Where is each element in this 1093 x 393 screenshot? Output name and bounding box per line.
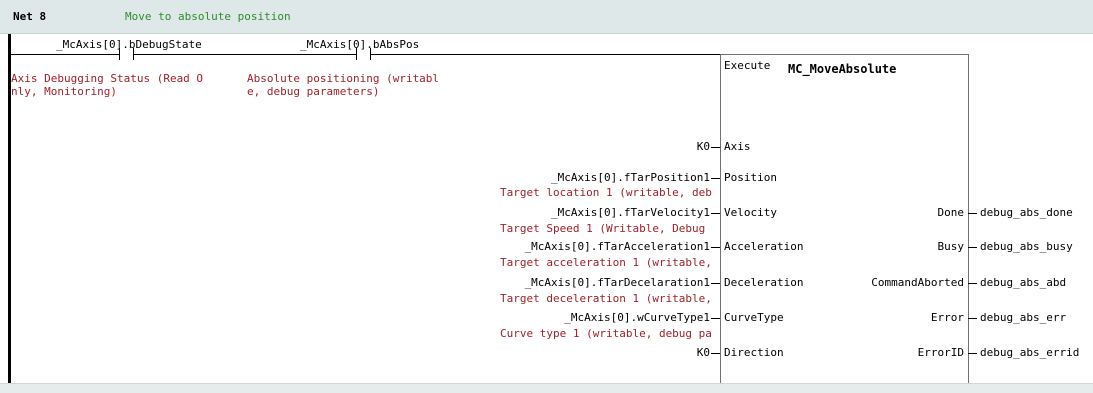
function-block-title[interactable]: MC_MoveAbsolute — [788, 62, 897, 76]
input-comment: Curve type 1 (writable, debug pa — [500, 327, 712, 340]
input-wire — [711, 283, 720, 284]
left-power-rail — [8, 34, 11, 383]
contact-left-bar — [356, 48, 357, 60]
input-wire — [711, 353, 720, 354]
input-wire — [711, 147, 720, 148]
input-variable[interactable]: _McAxis[0].fTarAcceleration1 — [524, 240, 710, 253]
output-pin-label: Error — [930, 311, 964, 324]
input-variable[interactable]: _McAxis[0].fTarVelocity1 — [551, 206, 710, 219]
output-wire — [968, 283, 977, 284]
output-variable[interactable]: debug_abs_done — [980, 206, 1073, 219]
rung-wire-3 — [371, 54, 720, 55]
output-wire — [968, 213, 977, 214]
input-wire — [711, 213, 720, 214]
output-wire — [968, 247, 977, 248]
output-variable[interactable]: debug_abs_busy — [980, 240, 1073, 253]
input-pin-label: Deceleration — [724, 276, 804, 289]
input-variable[interactable]: K0 — [696, 140, 710, 153]
contact-right-bar — [133, 48, 134, 60]
input-comment: Target acceleration 1 (writable, — [500, 256, 712, 269]
input-comment: Target location 1 (writable, deb — [500, 186, 712, 199]
contact-comment: Axis Debugging Status (Read O nly, Monit… — [11, 72, 204, 98]
input-variable[interactable]: _McAxis[0].fTarDecelaration1 — [524, 276, 710, 289]
input-pin-label: Axis — [724, 140, 751, 153]
input-variable[interactable]: _McAxis[0].fTarPosition1 — [551, 171, 710, 184]
output-wire — [968, 353, 977, 354]
output-variable[interactable]: debug_abs_errid — [980, 346, 1080, 359]
contact-right-bar — [370, 48, 371, 60]
function-block-mc-moveabsolute[interactable]: Execute MC_MoveAbsolute — [720, 54, 969, 384]
input-variable[interactable]: K0 — [696, 346, 710, 359]
input-pin-label: Position — [724, 171, 777, 184]
input-wire — [711, 318, 720, 319]
input-wire — [711, 178, 720, 179]
output-pin-label: Done — [937, 206, 965, 219]
output-variable[interactable]: debug_abs_abd — [980, 276, 1067, 289]
output-pin-label: ErrorID — [917, 346, 964, 359]
input-pin-label: Acceleration — [724, 240, 804, 253]
contact-left-bar — [119, 48, 120, 60]
input-comment: Target deceleration 1 (writable, — [500, 292, 712, 305]
execute-pin-label: Execute — [724, 59, 771, 72]
rung-wire-2 — [134, 54, 356, 55]
output-wire — [968, 318, 977, 319]
contact-comment: Absolute positioning (writabl e, debug p… — [247, 72, 440, 98]
output-pin-label: CommandAborted — [871, 276, 964, 289]
contact-variable[interactable]: _McAxis[0].bDebugState — [56, 38, 202, 51]
input-comment: Target Speed 1 (Writable, Debug — [500, 222, 706, 235]
contact-variable[interactable]: _McAxis[0].bAbsPos — [300, 38, 420, 51]
network-label: Net 8 — [13, 10, 47, 23]
input-pin-label: Velocity — [724, 206, 777, 219]
input-pin-label: CurveType — [724, 311, 784, 324]
rung-wire-1 — [11, 54, 119, 55]
input-wire — [711, 247, 720, 248]
input-pin-label: Direction — [724, 346, 784, 359]
next-network-strip — [0, 383, 1093, 393]
network-header[interactable]: Net 8 Move to absolute position — [0, 0, 1093, 34]
output-variable[interactable]: debug_abs_err — [980, 311, 1067, 324]
output-pin-label: Busy — [937, 240, 965, 253]
input-variable[interactable]: _McAxis[0].wCurveType1 — [564, 311, 710, 324]
network-comment[interactable]: Move to absolute position — [125, 10, 291, 23]
